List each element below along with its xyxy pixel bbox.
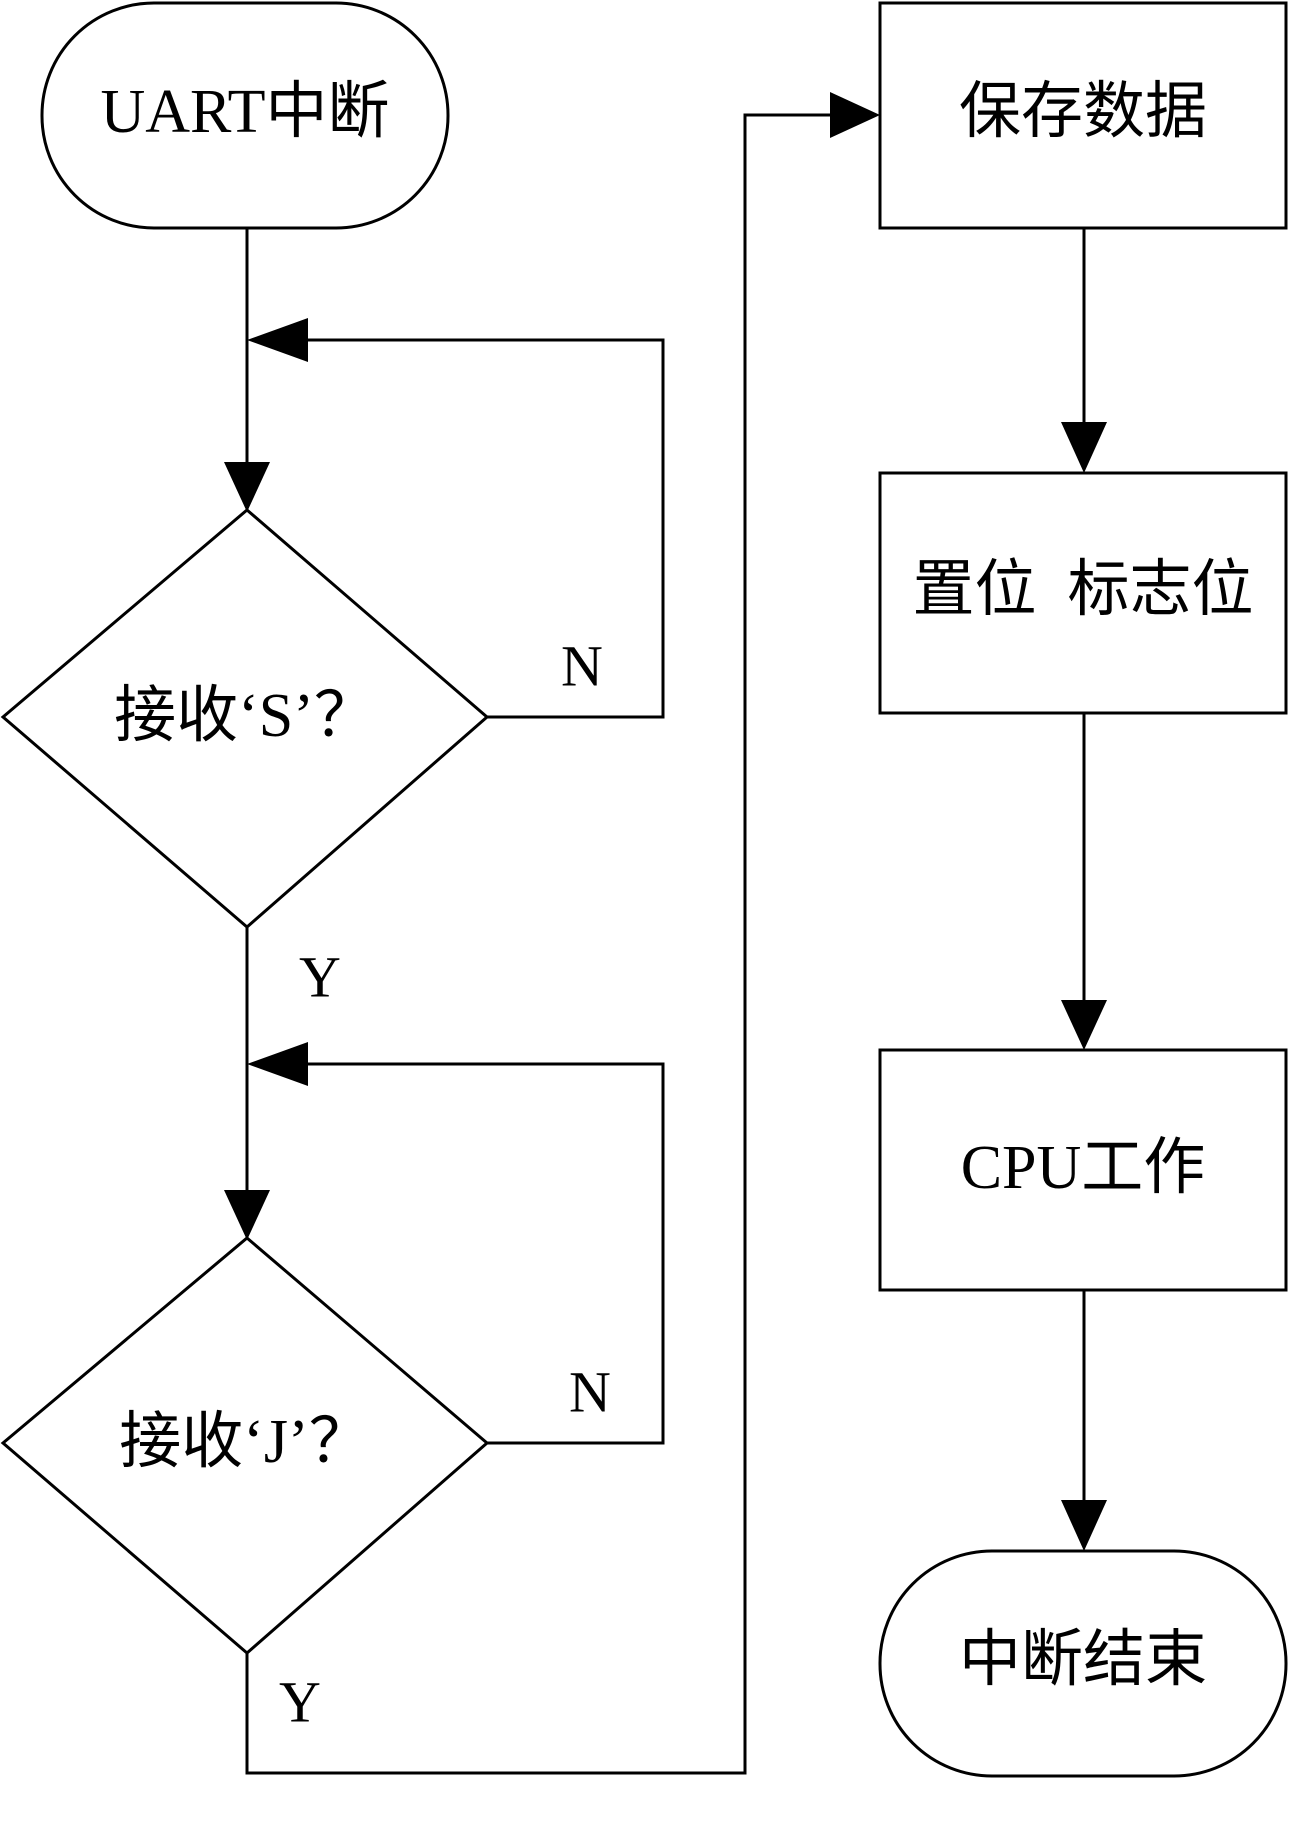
set-flag-box	[878, 471, 1288, 715]
decision-s-no-label: N	[561, 633, 603, 698]
decision-s-yes-label: Y	[299, 944, 341, 1009]
arrowhead-end	[1061, 1500, 1107, 1551]
end-terminal	[878, 1549, 1288, 1778]
arrowhead-decision-s	[224, 462, 270, 512]
edge-decision-j-yes	[245, 113, 830, 1775]
cpu-work-label: CPU工作	[961, 1134, 1206, 1202]
decision-receive-s	[0, 508, 490, 929]
decision-receive-s-label: 接收‘S’？	[114, 682, 376, 750]
arrowhead-loop-s	[247, 318, 308, 362]
arrowhead-flag	[1061, 422, 1107, 473]
arrowhead-decision-j	[224, 1190, 270, 1240]
end-label: 中断结束	[959, 1626, 1207, 1694]
start-terminal	[40, 1, 450, 230]
decision-receive-j	[0, 1236, 490, 1655]
start-label: UART中断	[100, 78, 389, 146]
save-data-label: 保存数据	[959, 78, 1207, 146]
decision-receive-j-label: 接收‘J’？	[119, 1408, 370, 1476]
edge-decision-s-no-loop	[308, 338, 665, 719]
edge-decision-j-no-loop	[308, 1062, 665, 1445]
set-flag-label: 置位 标志位	[912, 556, 1253, 624]
cpu-work-box	[878, 1048, 1288, 1292]
arrowhead-cpu	[1061, 1000, 1107, 1050]
arrowhead-save	[830, 92, 880, 138]
arrowhead-loop-j	[247, 1042, 308, 1086]
save-data-box	[878, 1, 1288, 230]
decision-j-yes-label: Y	[279, 1669, 321, 1734]
decision-j-no-label: N	[569, 1359, 611, 1424]
